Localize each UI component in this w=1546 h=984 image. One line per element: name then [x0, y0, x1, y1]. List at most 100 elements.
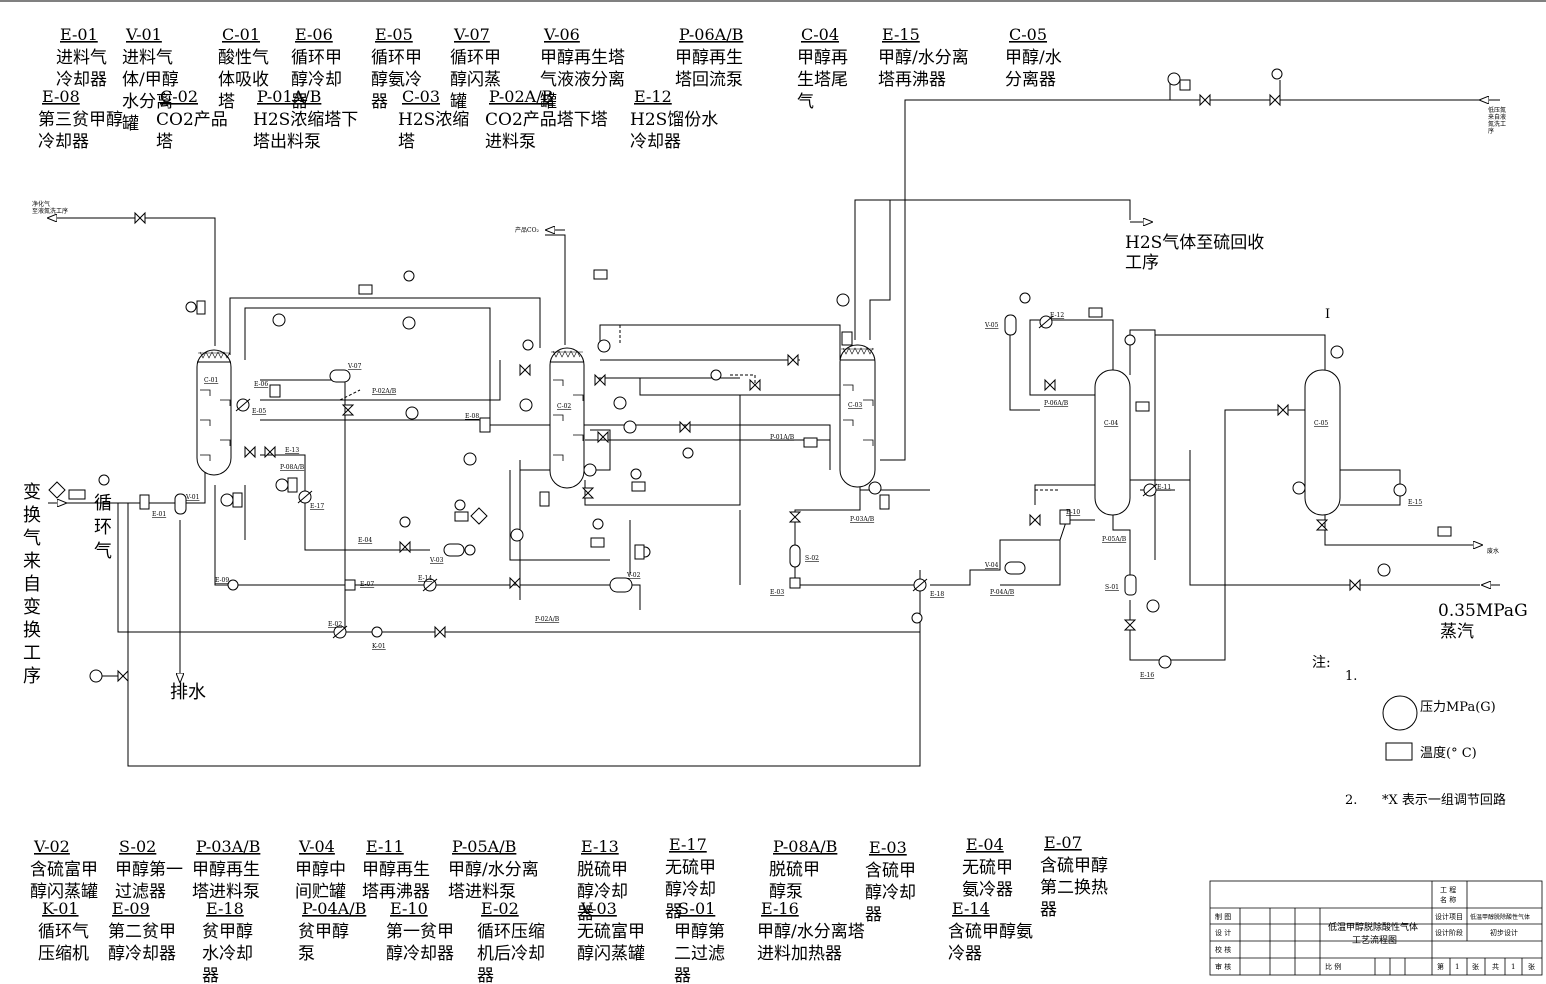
svg-text:共: 共: [1492, 962, 1499, 971]
svg-text:P-05A/B: P-05A/B: [1102, 536, 1127, 543]
svg-text:C-05: C-05: [1314, 420, 1328, 427]
drain-label: 排水: [170, 682, 206, 703]
columns: [196, 344, 1341, 516]
legend-top-item-code: V-07: [453, 25, 490, 44]
notes: 注: 1. 压力MPa(G) 温度(° C) 2. *X 表示一组调节回路 I: [1312, 307, 1506, 808]
legend-top-item-name: 体/甲醇: [122, 70, 179, 90]
legend-bottom-item-name: 氨冷器: [962, 880, 1013, 900]
legend-top-item-code: C-04: [801, 25, 839, 44]
legend-bottom-item-name: 循环气: [38, 922, 89, 942]
svg-text:C-01: C-01: [204, 377, 218, 384]
svg-text:E-17: E-17: [310, 503, 324, 510]
legend-bottom-item-code: E-14: [952, 899, 990, 918]
legend-bottom-item-name: 泵: [298, 944, 315, 964]
stream-labels: 变换气来自变换工序 循环气 排水 H2S气体至硫回收 工序 0.35MPaG 蒸…: [23, 106, 1528, 703]
svg-text:E-10: E-10: [1066, 509, 1080, 516]
svg-text:V-02: V-02: [626, 572, 641, 579]
legend-bottom-item-name: 贫甲醇: [202, 922, 253, 942]
vessel-v03: [443, 543, 465, 557]
legend-top-item-name: 冷却器: [56, 70, 107, 90]
legend-bottom-item-name: 塔进料泵: [192, 882, 260, 902]
legend-top-item-name: 体吸收: [218, 70, 269, 90]
legend-bottom-item-name: 无硫富甲: [577, 922, 645, 942]
recycle-gas-label: 循环气: [94, 493, 112, 562]
legend-top-item-name: 甲醇再生: [675, 48, 743, 68]
legend-bottom-item-code: P-08A/B: [773, 837, 837, 856]
svg-text:低温甲醇脱除酸性气体: 低温甲醇脱除酸性气体: [1470, 913, 1530, 921]
column-c02: [549, 347, 585, 489]
legend-bottom-item-name: 第一贫甲: [386, 922, 454, 942]
legend-top-item-code: E-15: [882, 25, 920, 44]
legend-top-item-name: 冷却器: [38, 132, 89, 152]
temperature-legend-symbol: [1385, 742, 1413, 761]
legend-top-item-name: 循环甲: [291, 48, 342, 68]
legend-bottom-item-name: 器: [1040, 900, 1057, 920]
svg-text:张: 张: [1528, 962, 1535, 971]
legend-bottom-item-name: 甲醇第: [674, 922, 725, 942]
pressure-legend-text: 压力MPa(G): [1420, 700, 1496, 715]
legend-top-item-name: CO2产品塔下塔: [485, 110, 608, 130]
legend-top-item-name: 水分离: [122, 92, 173, 112]
svg-text:E-08: E-08: [465, 413, 479, 420]
legend-top-item-code: E-06: [295, 25, 333, 44]
legend-bottom-item-name: 甲醇再生: [362, 860, 430, 880]
legend-bottom-item-code: V-03: [580, 899, 617, 918]
legend-top-item-name: 甲醇/水分离: [878, 48, 969, 68]
svg-text:审 核: 审 核: [1215, 962, 1231, 971]
legend-top-item-name: H2S浓缩: [398, 110, 469, 130]
legend-top-item-name: H2S浓缩塔下: [253, 110, 358, 130]
legend-bottom-item-name: 含硫甲醇: [1040, 856, 1108, 876]
legend-bottom-item-code: E-10: [390, 899, 428, 918]
legend-top-item-name: H2S馏份水: [630, 110, 718, 130]
legend-bottom-item-name: 器: [674, 966, 691, 984]
svg-text:P-01A/B: P-01A/B: [770, 434, 795, 441]
legend-bottom-item-name: 无硫甲: [962, 858, 1013, 878]
svg-text:E-16: E-16: [1140, 672, 1154, 679]
legend-top-item-name: 循环甲: [371, 48, 422, 68]
legend-top-item-name: 醇冷却: [291, 70, 342, 90]
legend-bottom-item-name: 甲醇再生: [192, 860, 260, 880]
legend-bottom-item-name: 甲醇第一: [115, 860, 183, 880]
vessel-v04: [1004, 561, 1026, 575]
svg-text:E-13: E-13: [285, 447, 299, 454]
vessel-v06: [1004, 314, 1017, 336]
waste-water-label: 废水: [1487, 547, 1499, 555]
pressure-legend-symbol: [1382, 695, 1418, 731]
svg-text:E-04: E-04: [358, 537, 372, 544]
legend-top-item-name: 塔: [156, 132, 173, 152]
svg-text:V-01: V-01: [185, 494, 199, 501]
legend-bottom-item-code: P-03A/B: [196, 837, 260, 856]
legend-top-item-code: E-12: [634, 87, 672, 106]
legend-top-item-name: 塔: [398, 132, 415, 152]
svg-text:设计项目: 设计项目: [1435, 912, 1463, 921]
svg-text:工艺流程图: 工艺流程图: [1352, 934, 1397, 946]
svg-text:P-08A/B: P-08A/B: [280, 464, 305, 471]
exchanger-diagonals: [235, 315, 1158, 639]
lp-nitrogen-label-1: 低压氮: [1488, 106, 1506, 114]
svg-text:低温甲醇脱除酸性气体: 低温甲醇脱除酸性气体: [1328, 921, 1418, 933]
svg-text:C-03: C-03: [848, 402, 862, 409]
legend-top-item-name: 器: [291, 92, 308, 112]
vessel-s02: [789, 544, 801, 568]
vessel-v01: [174, 493, 187, 515]
legend-top-item-name: 酸性气: [218, 48, 269, 68]
instruments: [48, 68, 1452, 683]
svg-text:E-15: E-15: [1408, 499, 1422, 506]
h2s-out-label-2: 工序: [1125, 253, 1159, 273]
legend-bottom-item-code: E-13: [581, 837, 619, 856]
legend-bottom-item-name: 塔再沸器: [362, 882, 430, 902]
legend-bottom-item-name: 含硫富甲: [30, 860, 98, 880]
svg-text:E-14: E-14: [418, 575, 432, 582]
legend-top-item-name: 罐: [122, 114, 139, 134]
legend-top-item-code: E-08: [42, 87, 80, 106]
svg-text:E-07: E-07: [360, 581, 374, 588]
legend-bottom-item-code: E-04: [966, 835, 1004, 854]
legend-bottom-item-name: 醇冷却: [865, 883, 916, 903]
legend-bottom-item-code: S-02: [119, 837, 156, 856]
equipment-tags: C-01 C-02 C-03 C-04 C-05 V-01 E-01 E-06 …: [152, 312, 1422, 679]
legend-bottom-item-code: E-07: [1044, 833, 1082, 852]
legend-bottom-item-code: P-04A/B: [302, 899, 366, 918]
piping: [55, 80, 1480, 767]
legend-top-item-name: 循环甲: [450, 48, 501, 68]
legend-top-item-code: P-02A/B: [489, 87, 553, 106]
